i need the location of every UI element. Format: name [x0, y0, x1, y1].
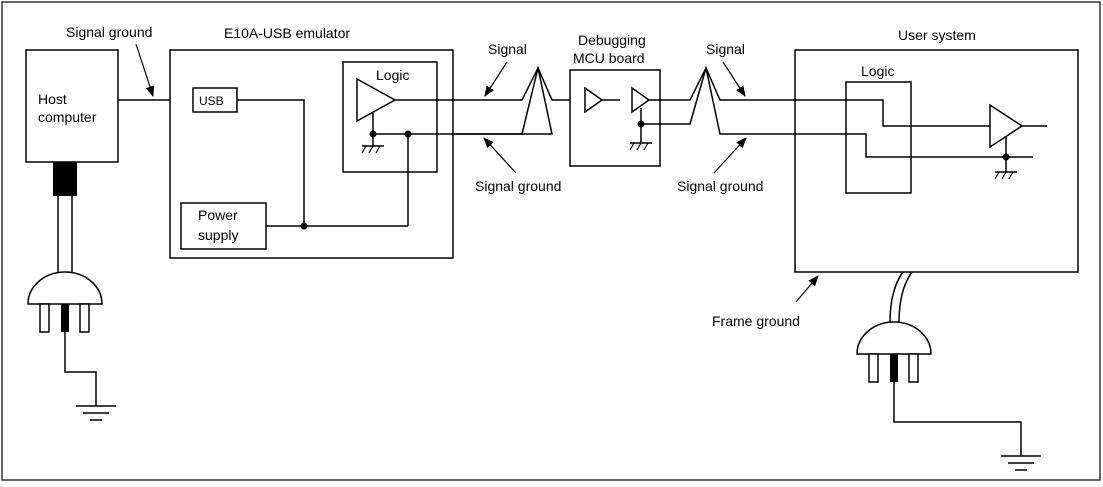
junction-dot — [637, 120, 645, 128]
host-cable-boot — [53, 162, 77, 196]
plug-prong — [39, 303, 50, 333]
chassis-ground-symbol — [1008, 171, 1014, 180]
user-plug — [856, 271, 1041, 471]
power-supply-label-line2: supply — [198, 227, 238, 243]
signal-ground-left-label: Signal ground — [475, 178, 561, 194]
chassis-ground-symbol — [994, 171, 1000, 180]
user-logic-box — [845, 81, 912, 194]
plug-body — [856, 321, 932, 355]
debugging-mcu-board: Debugging MCU board — [569, 32, 661, 167]
right-ground-wire — [660, 65, 845, 125]
usb-power-wire — [237, 99, 305, 226]
emulator-title: E10A-USB emulator — [224, 25, 350, 41]
chassis-ground-symbol — [1001, 171, 1007, 180]
usb-label: USB — [199, 94, 224, 108]
debug-buffer-in — [584, 86, 604, 114]
chassis-ground-symbol — [643, 142, 649, 151]
plug-ground-pin — [890, 354, 898, 382]
signal-ground-host-arrow — [135, 43, 155, 98]
plug-prong — [908, 353, 919, 383]
chassis-ground-symbol — [361, 145, 367, 154]
user-buffer — [989, 103, 1024, 149]
user-cable-wire — [889, 271, 904, 323]
debug-board-label-line1: Debugging — [578, 32, 646, 48]
signal-left-label: Signal — [488, 41, 527, 57]
signal-ground-right-arrow — [713, 137, 747, 174]
chassis-ground-symbol — [368, 145, 374, 154]
signal-ground-host-label: Signal ground — [66, 24, 152, 40]
frame-ground-label: Frame ground — [712, 313, 800, 329]
host-label-line2: computer — [38, 109, 97, 125]
user-cable-wire — [898, 271, 913, 323]
left-signal-wire — [373, 65, 553, 135]
user-system: User system Logic — [794, 27, 1079, 273]
plug-body — [27, 271, 103, 305]
emulator-buffer — [356, 77, 397, 123]
host-label-line1: Host — [38, 91, 67, 107]
host-plug — [27, 271, 116, 421]
plug-ground-pin — [61, 304, 69, 332]
user-logic-label: Logic — [861, 63, 894, 79]
chassis-ground-symbol — [375, 145, 381, 154]
frame-ground-arrow — [795, 275, 819, 303]
debug-buffer-out — [631, 86, 651, 114]
user-signal-wire — [795, 99, 990, 127]
signal-left-arrow — [484, 61, 508, 97]
power-supply-label-line1: Power — [198, 207, 238, 223]
emulator-logic-label: Logic — [376, 67, 409, 83]
earth-wire — [893, 382, 1022, 456]
usb-box — [192, 87, 238, 113]
chassis-ground-symbol — [636, 142, 642, 151]
junction-dot — [1002, 153, 1010, 161]
emulator: E10A-USB emulator USB Logic Power supply — [169, 25, 454, 259]
debug-board-box — [569, 69, 661, 167]
signal-right-label: Signal — [706, 41, 745, 57]
signal-right-arrow — [722, 61, 746, 97]
plug-prong — [868, 353, 879, 383]
chassis-ground-symbol — [629, 142, 635, 151]
signal-ground-right-label: Signal ground — [677, 178, 763, 194]
user-system-label: User system — [898, 27, 976, 43]
plug-prong — [79, 303, 90, 333]
left-ground-wire — [453, 65, 585, 135]
earth-wire — [64, 332, 97, 406]
user-ground-wire — [795, 133, 1033, 158]
signal-ground-left-arrow — [483, 137, 517, 174]
debug-board-label-line2: MCU board — [573, 50, 645, 66]
user-system-box — [794, 49, 1079, 273]
junction-dot — [300, 222, 308, 230]
host-computer: Host computer — [25, 49, 119, 272]
